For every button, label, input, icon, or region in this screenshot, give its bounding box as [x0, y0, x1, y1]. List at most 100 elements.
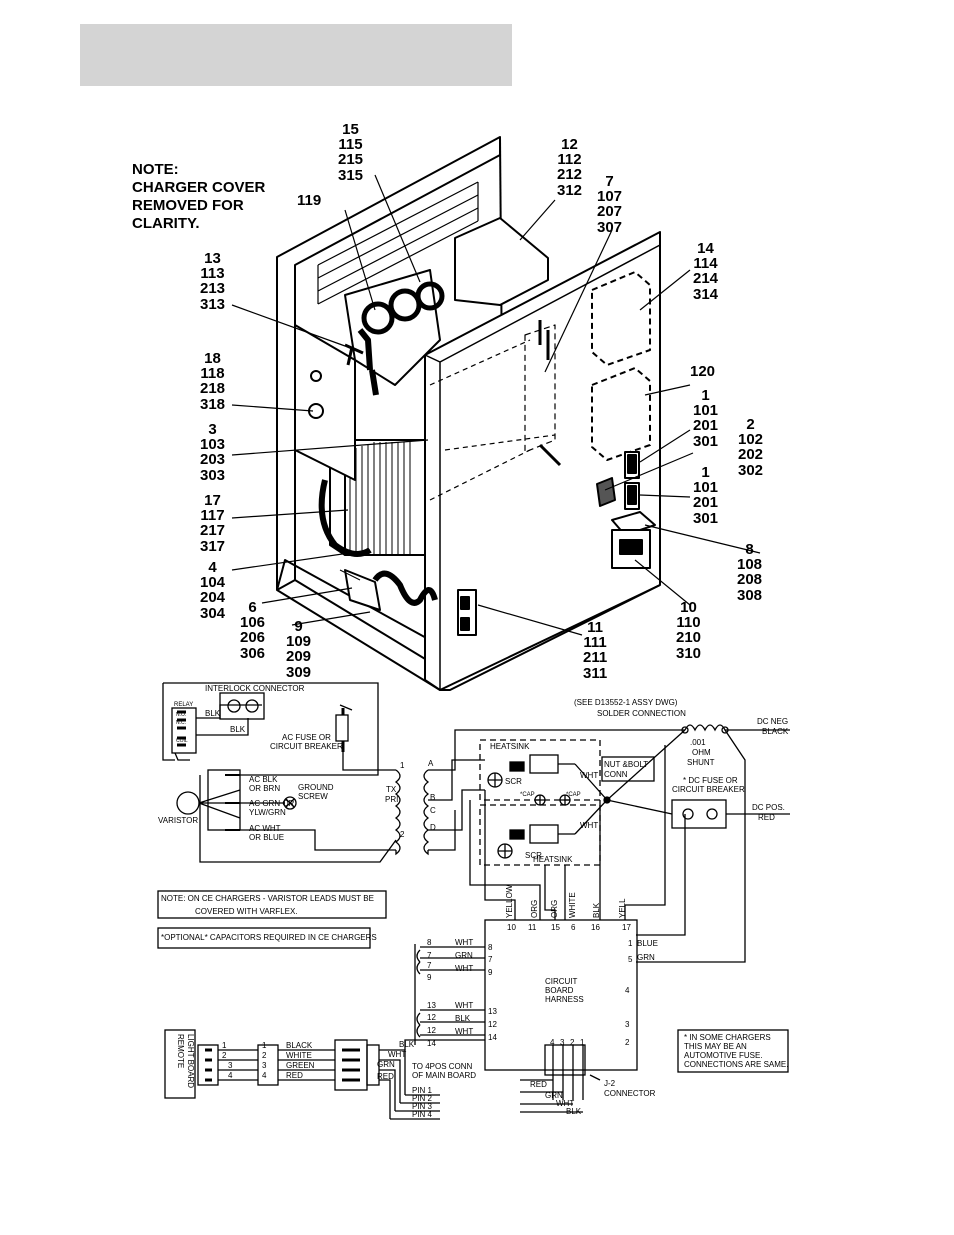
svg-text:PIN 1: PIN 1 — [412, 1086, 433, 1095]
callout-3: 3 103 203 303 — [200, 421, 226, 484]
svg-text:13: 13 — [427, 1001, 436, 1010]
svg-text:7: 7 — [427, 951, 432, 960]
svg-text:BLK: BLK — [566, 1107, 582, 1116]
svg-text:SCR: SCR — [505, 777, 522, 786]
board-outline — [524, 324, 556, 453]
svg-text:WHT: WHT — [455, 964, 473, 973]
svg-text:SOLDER CONNECTION: SOLDER CONNECTION — [597, 709, 686, 718]
callout-15: 15 115 215 315 — [338, 121, 364, 184]
svg-text:WHT: WHT — [580, 771, 598, 780]
svg-text:GREEN: GREEN — [286, 1061, 315, 1070]
svg-text:6: 6 — [571, 923, 576, 932]
callout-2: 2 102 202 302 — [738, 416, 764, 479]
callout-119: 119 — [297, 192, 322, 209]
dc-fuse — [671, 799, 727, 829]
svg-text:WHITE: WHITE — [286, 1051, 312, 1060]
svg-text:3: 3 — [262, 1061, 267, 1070]
svg-text:AC BLK: AC BLK — [249, 775, 278, 784]
charger-assembly — [276, 136, 661, 691]
callout-10: 10 110 210 310 — [676, 599, 702, 662]
svg-text:12: 12 — [427, 1013, 436, 1022]
svg-text:OR BRN: OR BRN — [249, 784, 280, 793]
svg-text:CONN: CONN — [604, 770, 628, 779]
svg-text:SCREW: SCREW — [298, 792, 328, 801]
svg-text:CIRCUIT: CIRCUIT — [545, 977, 578, 986]
svg-text:GROUND: GROUND — [298, 783, 334, 792]
svg-text:RELAY: RELAY — [174, 702, 193, 708]
svg-text:DC NEG: DC NEG — [757, 717, 788, 726]
svg-text:GRN: GRN — [377, 1060, 395, 1069]
transformer — [344, 439, 426, 556]
svg-text:WHT: WHT — [556, 1099, 574, 1108]
svg-text:(SEE D13552-1 ASSY DWG): (SEE D13552-1 ASSY DWG) — [574, 698, 678, 707]
svg-text:COIL: COIL — [176, 738, 188, 744]
callout-14: 14 114 214 314 — [693, 240, 719, 303]
coil-1 — [361, 301, 395, 335]
callout-13: 13 113 213 313 — [200, 250, 226, 313]
svg-text:RED: RED — [286, 1071, 303, 1080]
callout-18: 18 118 218 318 — [200, 350, 226, 413]
svg-text:PRI: PRI — [385, 795, 398, 804]
svg-text:BLK: BLK — [230, 725, 246, 734]
svg-text:COVERED WITH VARFLEX.: COVERED WITH VARFLEX. — [195, 907, 298, 916]
svg-text:5: 5 — [628, 955, 633, 964]
interlock-label: INTERLOCK CONNECTOR — [205, 684, 305, 693]
svg-text:BLACK: BLACK — [286, 1041, 313, 1050]
svg-text:AUTOMOTIVE FUSE.: AUTOMOTIVE FUSE. — [684, 1051, 763, 1060]
callout-17: 17 117 217 317 — [200, 492, 226, 555]
svg-text:J-2: J-2 — [604, 1079, 616, 1088]
tx-secondary — [423, 769, 430, 856]
svg-text:2: 2 — [262, 1051, 267, 1060]
svg-text:14: 14 — [427, 1039, 436, 1048]
varistor-symbol — [176, 791, 200, 815]
ground-screw — [283, 796, 297, 810]
svg-text:PIN 2: PIN 2 — [412, 1094, 433, 1103]
svg-text:THIS MAY BE AN: THIS MAY BE AN — [684, 1042, 747, 1051]
svg-text:2: 2 — [400, 830, 405, 839]
svg-text:4: 4 — [262, 1071, 267, 1080]
svg-text:SCR: SCR — [525, 851, 542, 860]
svg-text:11: 11 — [528, 923, 537, 932]
svg-text:D: D — [430, 823, 436, 832]
svg-text:OF MAIN BOARD: OF MAIN BOARD — [412, 1071, 476, 1080]
interlock-connector — [219, 692, 265, 720]
svg-text:RED: RED — [758, 813, 775, 822]
svg-text:WHITE: WHITE — [568, 892, 577, 918]
svg-text:BLK: BLK — [592, 902, 601, 918]
svg-text:17: 17 — [622, 923, 631, 932]
svg-text:CONNECTOR: CONNECTOR — [604, 1089, 656, 1098]
callout-1a: 1 101 201 301 — [693, 387, 719, 450]
svg-text:WHT: WHT — [455, 1027, 473, 1036]
svg-text:AC FUSE OR: AC FUSE OR — [282, 733, 331, 742]
svg-text:*CAP: *CAP — [566, 792, 581, 798]
schematic — [157, 682, 790, 1120]
svg-text:BLK: BLK — [455, 1014, 471, 1023]
svg-text:.001: .001 — [690, 738, 706, 747]
relay-symbol — [171, 707, 197, 754]
svg-text:* DC FUSE OR: * DC FUSE OR — [683, 776, 738, 785]
bottom-wire — [372, 570, 438, 606]
svg-text:N.O.: N.O. — [176, 712, 186, 718]
svg-text:B: B — [430, 793, 435, 802]
svg-text:GRN: GRN — [637, 953, 655, 962]
svg-text:REMOTE: REMOTE — [176, 1034, 185, 1068]
svg-text:1: 1 — [400, 761, 405, 770]
svg-text:2: 2 — [625, 1038, 630, 1047]
header-bar — [80, 24, 512, 86]
svg-text:1: 1 — [222, 1041, 227, 1050]
svg-text:2: 2 — [222, 1051, 227, 1060]
auto-note-box — [677, 1029, 789, 1073]
svg-text:7: 7 — [427, 961, 432, 970]
tx-primary — [394, 769, 401, 856]
shunt — [684, 724, 790, 732]
svg-text:NOTE: ON CE CHARGERS - VARIST: NOTE: ON CE CHARGERS - VARISTOR LEADS MU… — [161, 894, 374, 903]
svg-text:10: 10 — [507, 923, 516, 932]
svg-text:NUT &BOLT: NUT &BOLT — [604, 760, 648, 769]
callout-1b: 1 101 201 301 — [693, 464, 719, 527]
callout-8: 8 108 208 308 — [737, 541, 763, 604]
svg-text:OR BLUE: OR BLUE — [249, 833, 284, 842]
svg-text:PIN 3: PIN 3 — [412, 1102, 433, 1111]
svg-text:AC GRN OR: AC GRN OR — [249, 799, 295, 808]
svg-text:BLK: BLK — [399, 1040, 415, 1049]
